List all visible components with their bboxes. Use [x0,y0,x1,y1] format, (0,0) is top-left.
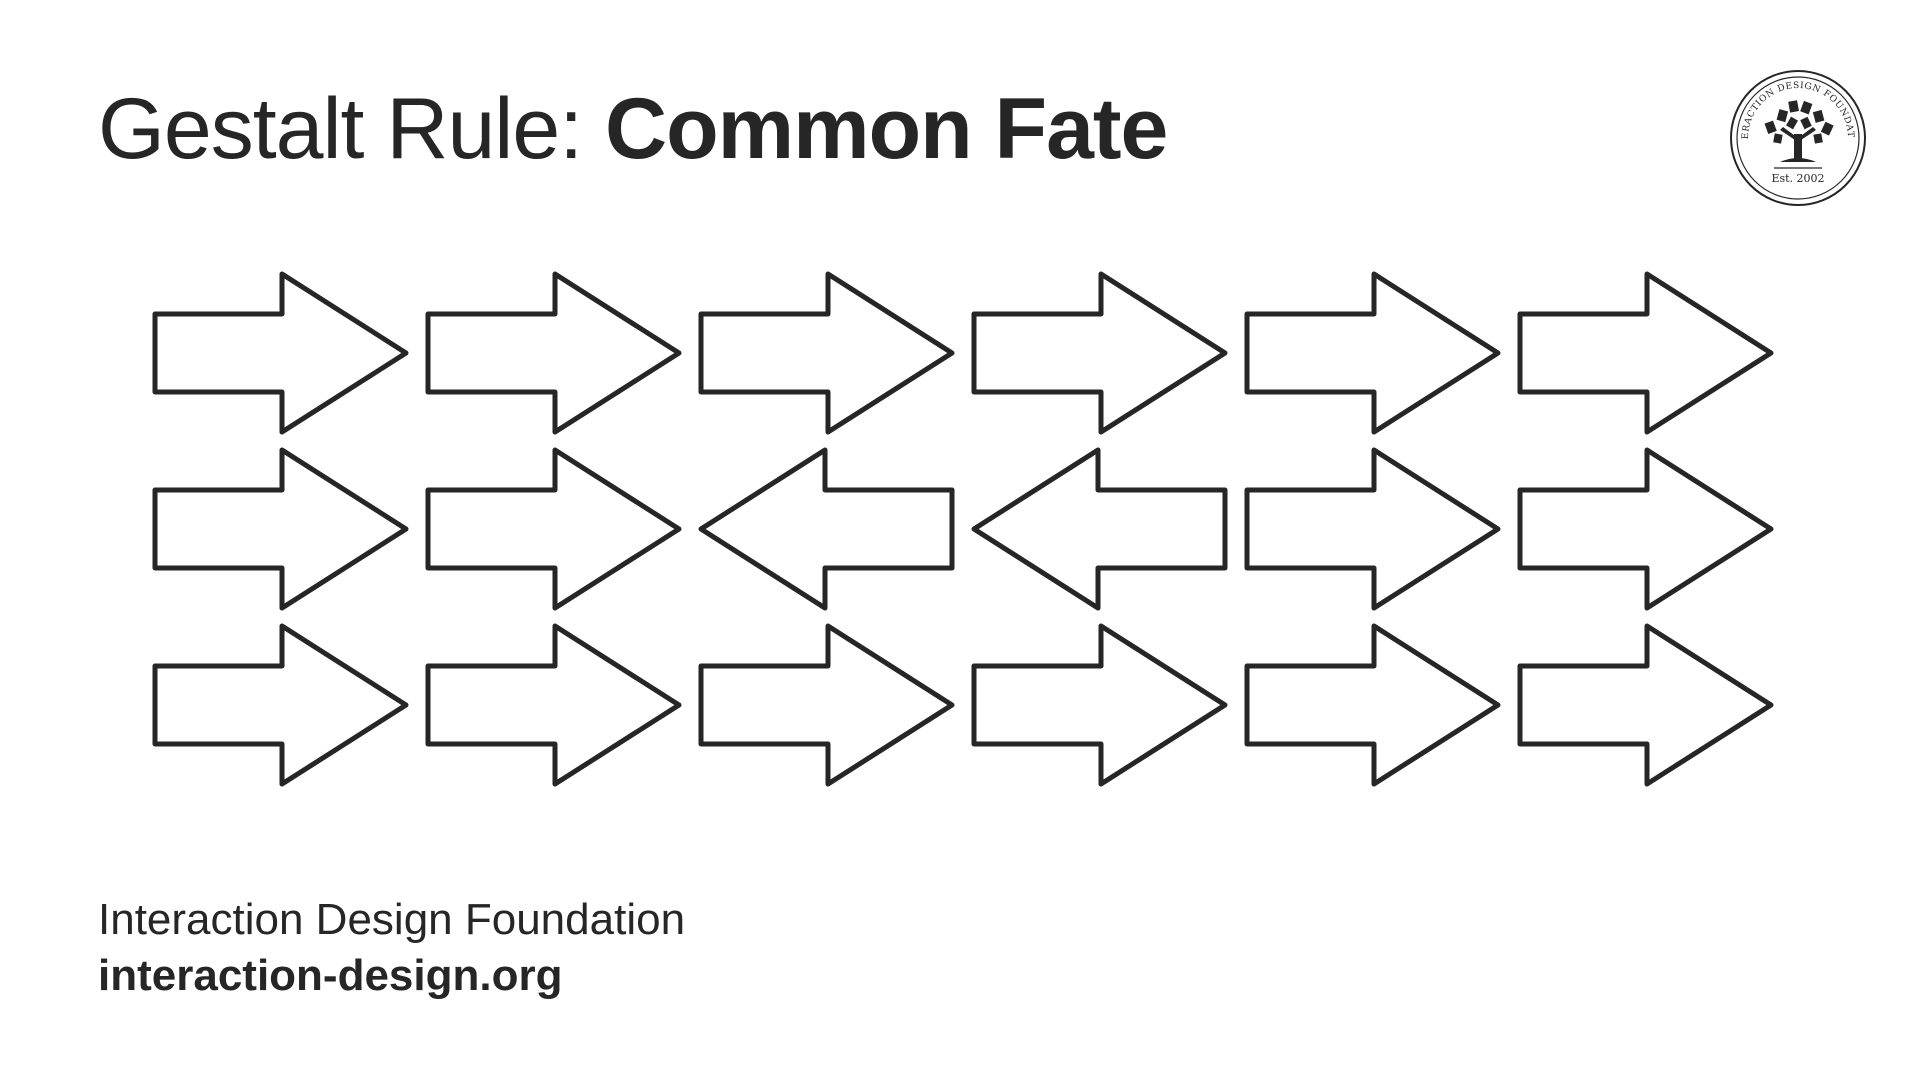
page-title: Gestalt Rule: Common Fate [98,74,1168,184]
arrow-right-icon [971,623,1228,787]
arrow-right-icon [425,623,682,787]
footer-website: interaction-design.org [98,951,563,1000]
arrow-right-icon [1517,623,1774,787]
arrow-right-icon [1517,271,1774,435]
arrow-right-icon [1244,271,1501,435]
arrow-left-icon [698,447,955,611]
arrow-right-icon [971,271,1228,435]
logo-est-text: Est. 2002 [1771,172,1824,185]
idf-logo: INTERACTION DESIGN FOUNDATION Est. 2002 [1728,68,1866,206]
arrow-right-icon [1517,447,1774,611]
arrow-right-icon [425,447,682,611]
arrow-right-icon [425,271,682,435]
arrow-right-icon [1244,447,1501,611]
title-emphasis: Common Fate [605,81,1168,177]
arrow-right-icon [1244,623,1501,787]
footer: Interaction Design Foundation interactio… [98,892,685,1004]
arrow-right-icon [698,271,955,435]
arrow-left-icon [971,447,1228,611]
footer-organization: Interaction Design Foundation [98,895,686,944]
arrow-grid [152,271,1774,787]
arrow-right-icon [698,623,955,787]
title-prefix: Gestalt Rule: [98,81,605,177]
arrow-right-icon [152,447,409,611]
tree-icon [1764,100,1834,162]
arrow-right-icon [152,271,409,435]
arrow-right-icon [152,623,409,787]
